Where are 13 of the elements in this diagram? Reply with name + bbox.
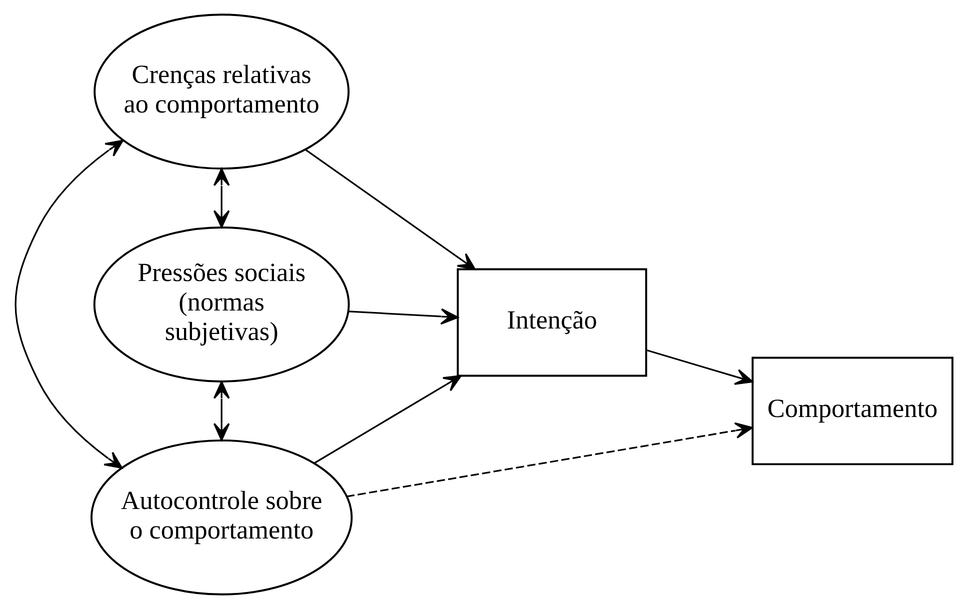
arrow (348, 308, 458, 325)
node-ellipse: Pressões sociais (normas subjetivas) (93, 226, 350, 382)
node-box: Comportamento (752, 356, 954, 466)
arrow (213, 168, 230, 228)
node-ellipse: Crenças relativas ao comportamento (94, 14, 350, 170)
arrow (314, 375, 462, 464)
arrow (646, 349, 754, 385)
arrow (304, 148, 476, 270)
node-box: Intenção (456, 268, 648, 377)
arrow (346, 422, 753, 498)
arrow (14, 140, 124, 469)
arrow (213, 381, 230, 441)
node-ellipse: Autocontrole sobre o comportamento (90, 439, 353, 596)
